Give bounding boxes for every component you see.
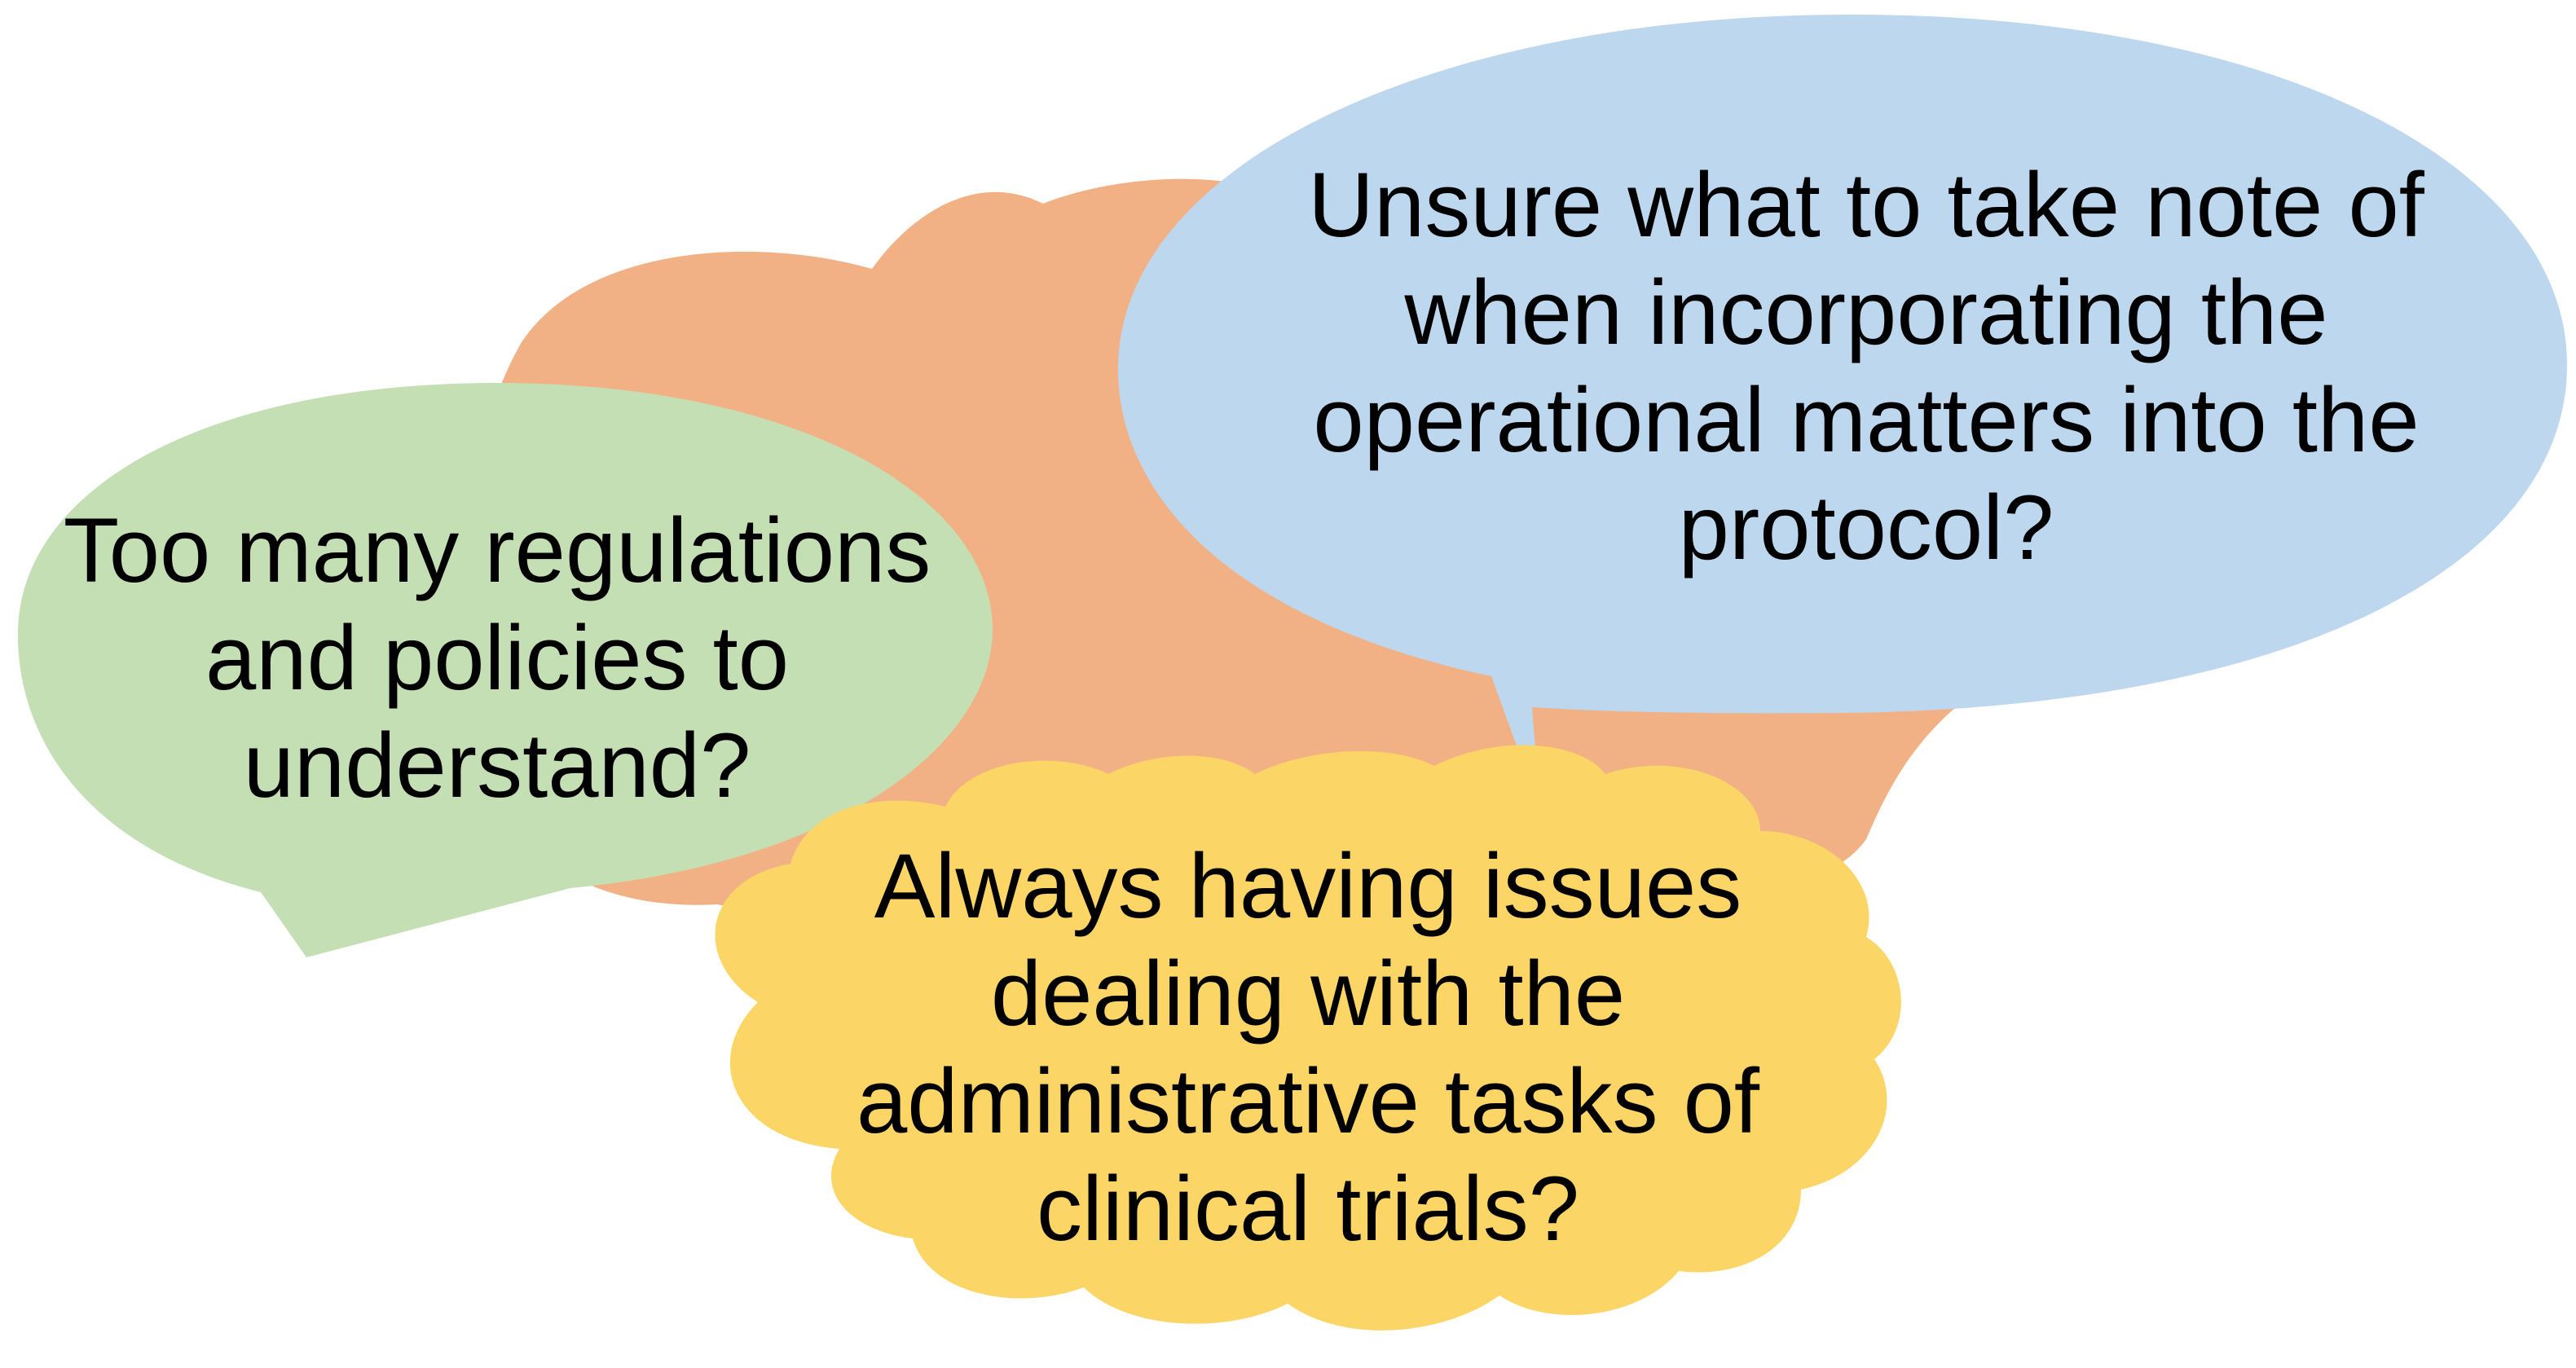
yellow-line-3: administrative tasks of [856,1050,1759,1152]
blue-line-1: Unsure what to take note of [1308,154,2424,256]
blue-line-4: protocol? [1678,477,2054,578]
green-speech-bubble [17,383,993,957]
green-line-3: understand? [243,715,751,816]
yellow-line-4: clinical trials? [1037,1158,1579,1260]
blue-speech-bubble [1117,14,2568,811]
yellow-line-1: Always having issues [874,835,1742,937]
blue-line-3: operational matters into the [1313,369,2420,471]
yellow-bubble-text: Always having issues dealing with the ad… [774,833,1842,1263]
yellow-cloud-bubble [715,745,1901,1331]
blue-bubble-text: Unsure what to take note of when incorpo… [1165,152,2567,582]
blue-line-2: when incorporating the [1404,262,2328,363]
yellow-line-2: dealing with the [990,943,1626,1045]
green-bubble-text: Too many regulations and policies to und… [16,497,978,820]
green-line-1: Too many regulations [63,499,931,601]
green-line-2: and policies to [205,607,790,709]
